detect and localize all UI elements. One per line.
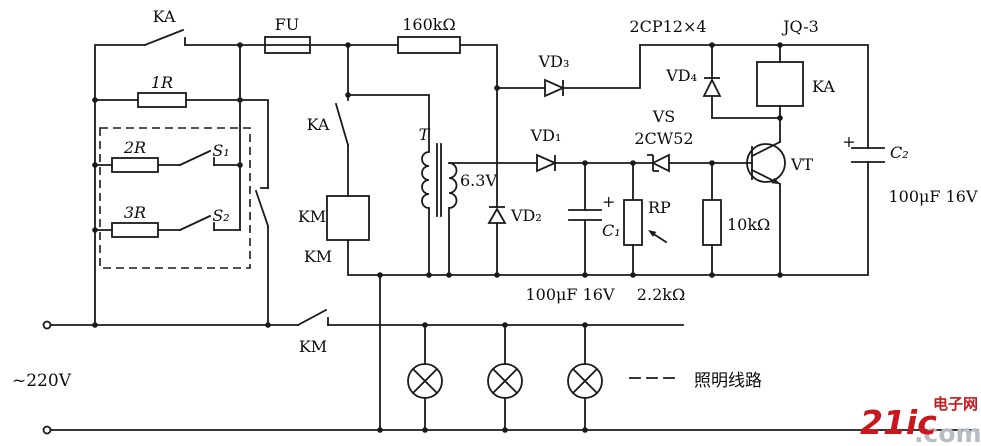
cap-c1: + C₁ 100μF 16V (525, 192, 620, 304)
wiring (49, 44, 979, 431)
transistor-vt: VT (746, 140, 814, 276)
resistor-1r (137, 92, 187, 108)
diode-vd4-label: VD₄ (665, 66, 697, 85)
km-contact-label: KM (299, 337, 327, 356)
relay-ka-label: KA (812, 77, 835, 96)
resistor-160k: 160kΩ (397, 15, 461, 54)
cap-c2-label: C₂ (890, 143, 909, 162)
km-coil-label: KM (298, 207, 326, 226)
watermark-brand: 21ic (860, 403, 937, 442)
mains-voltage-label: ~220V (12, 371, 72, 391)
diode-vd1: VD₁ (530, 126, 562, 173)
switch-s1-label: S₁ (212, 141, 229, 160)
watermark: .com 21ic 电子网 (860, 395, 981, 446)
mains-terminal-bottom (42, 425, 52, 435)
pot-rp-label: RP (648, 198, 671, 217)
lamp-icon (407, 363, 443, 399)
primary-winding (421, 151, 430, 209)
transistor-vt-label: VT (790, 155, 814, 174)
diode-vd4: VD₄ (665, 66, 722, 97)
diode-model-label: 2CP12×4 (629, 17, 706, 36)
secondary-voltage-label: 6.3V (460, 171, 497, 190)
cap-c1-label: C₁ (602, 221, 621, 240)
ka-mid-label: KA (307, 115, 330, 134)
ka-contact-top: KA (143, 7, 186, 47)
mains-input: ~220V (12, 320, 72, 435)
resistor-10k: 10kΩ (702, 199, 770, 246)
resistor-3r (111, 222, 159, 238)
pot-rp: RP 2.2kΩ (623, 198, 685, 304)
lamps (407, 363, 603, 399)
resistor-3r-label: 3R (124, 203, 146, 222)
cap-c2-plus: + (842, 132, 855, 151)
fuse-label: FU (275, 15, 300, 34)
diode-vd3-label: VD₃ (538, 52, 570, 71)
lamp-icon (487, 363, 523, 399)
wiper-arrow (648, 230, 657, 237)
relay-ka-coil: KA (756, 61, 835, 107)
pot-rp-value: 2.2kΩ (637, 285, 685, 304)
cap-c2-value: 100μF 16V (888, 187, 977, 206)
km-coil-label-2: KM (304, 247, 332, 266)
cap-c1-plus: + (602, 192, 615, 211)
diode-vd3: VD₃ (538, 52, 570, 98)
cap-c2: + C₂ 100μF 16V (842, 132, 978, 206)
cap-c1-value: 100μF 16V (525, 285, 614, 304)
selection-box (99, 127, 251, 269)
resistor-2r (111, 157, 159, 173)
zener-vs-label: VS (652, 107, 676, 126)
secondary-winding (448, 162, 458, 209)
resistor-10k-label: 10kΩ (727, 215, 770, 234)
diode-vd1-label: VD₁ (530, 126, 562, 145)
km-contact-bottom: KM (296, 308, 329, 356)
mains-terminal-top (42, 320, 52, 330)
switch-s2 (178, 214, 215, 232)
junction-dots (92, 42, 783, 433)
diode-vd2-label: VD₂ (510, 206, 542, 225)
ka-top-label: KA (153, 7, 176, 26)
lamp-icon (567, 363, 603, 399)
watermark-site-name: 电子网 (933, 395, 978, 413)
transformer-label: T (419, 125, 431, 144)
resistor-1r-label: 1R (151, 73, 173, 92)
diode-vd2: VD₂ (487, 206, 542, 225)
zener-vs: VS 2CW52 (634, 107, 694, 173)
watermark-tld: .com (914, 419, 981, 446)
zener-model-label: 2CW52 (634, 129, 693, 148)
series-switch (254, 187, 270, 228)
km-coil: KM KM (298, 195, 370, 266)
transformer-t: T 6.3V (419, 125, 497, 217)
fuse-fu: FU (264, 15, 311, 54)
resistor-160k-label: 160kΩ (402, 15, 456, 34)
switch-s1 (178, 149, 215, 167)
relay-model-label: JQ-3 (781, 17, 819, 36)
lighting-line-label: 照明线路 (694, 371, 762, 391)
resistor-2r-label: 2R (123, 138, 146, 157)
resistor-bank: 1R 2R 3R S₁ S₂ (99, 73, 270, 269)
core (436, 143, 442, 217)
ka-contact-mid: KA (307, 102, 350, 147)
switch-s2-label: S₂ (212, 206, 229, 225)
emitter-arrow (771, 177, 780, 184)
lighting-line-callout: 照明线路 (629, 371, 762, 391)
